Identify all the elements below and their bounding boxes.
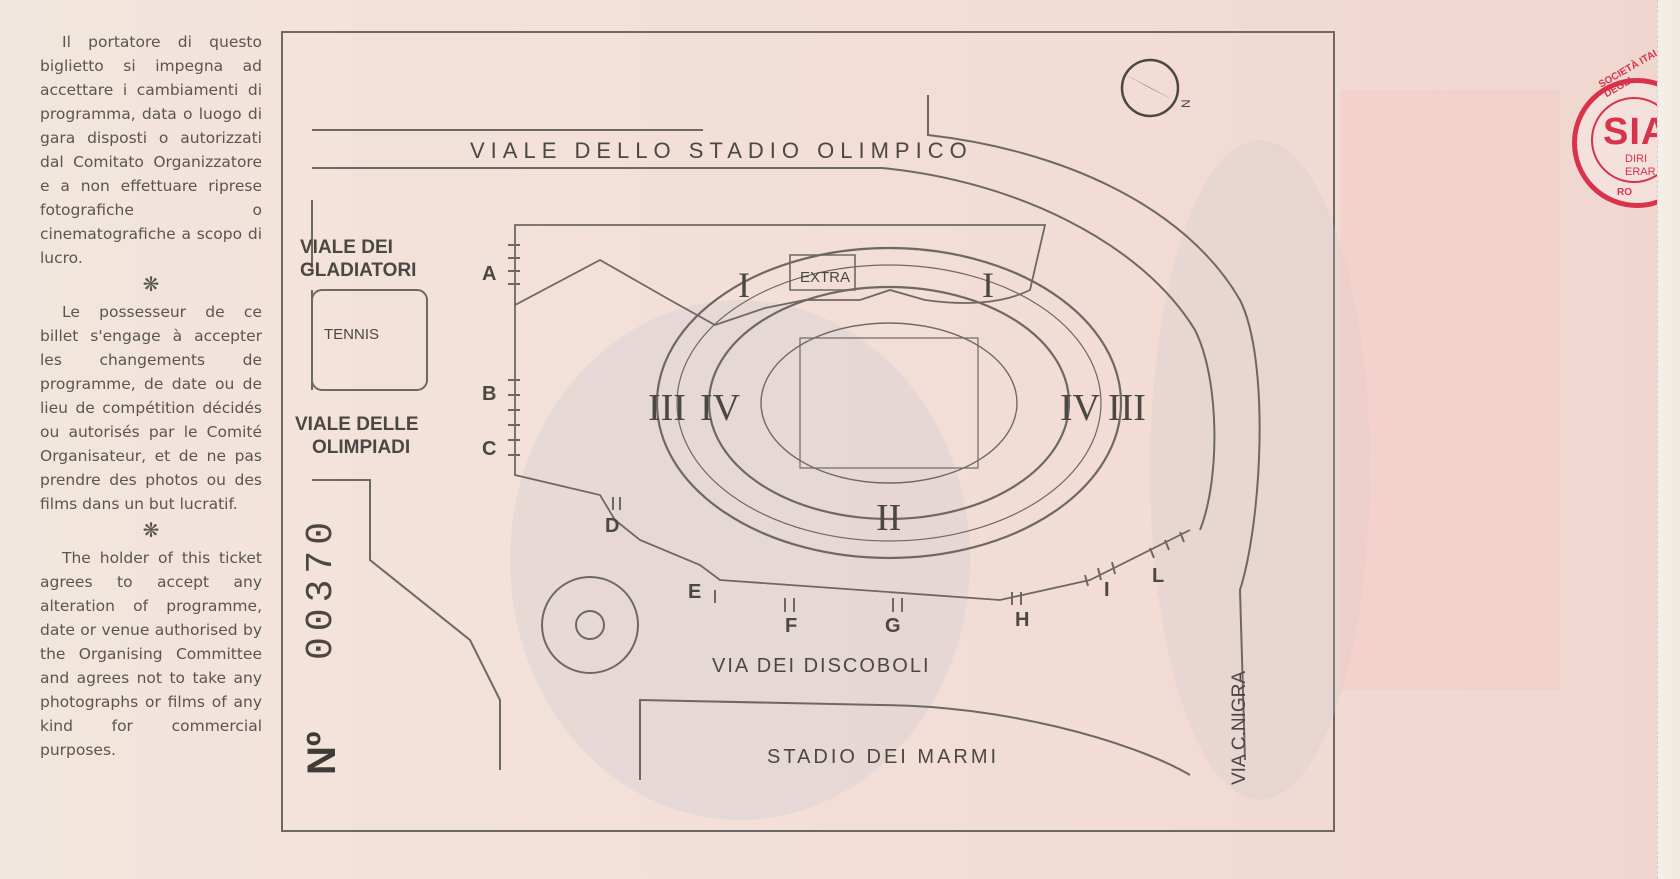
background-shape	[1340, 90, 1560, 690]
label-viale-olimpiadi: OLIMPIADI	[312, 437, 410, 458]
terms-english: The holder of this ticket agrees to acce…	[40, 549, 262, 759]
label-via-nigra: VIA C.NIGRA	[1229, 671, 1250, 785]
gate-labels: A B C D E F G H I L	[482, 263, 1164, 637]
tennis-court	[311, 289, 428, 391]
compass-needle-icon	[1124, 74, 1174, 100]
gate-marks	[508, 244, 1185, 612]
sector-iv-right: IV	[1060, 387, 1101, 429]
background-figure	[1150, 140, 1370, 800]
gate-h: H	[1015, 609, 1029, 631]
compass-icon	[1120, 58, 1180, 118]
terms-italian: Il portatore di questo biglietto si impe…	[40, 33, 262, 267]
label-viale-stadio: VIALE DELLO STADIO OLIMPICO	[470, 138, 973, 163]
sector-i-left: I	[738, 265, 750, 305]
background-figure	[510, 300, 970, 820]
label-via-discoboli: VIA DEI DISCOBOLI	[712, 655, 931, 677]
gate-f: F	[785, 615, 797, 637]
terms-french: Le possesseur de ce billet s'engage à ac…	[40, 303, 262, 513]
sector-iii-right: III	[1108, 387, 1146, 429]
ticket-serial-number: 00370	[300, 515, 343, 660]
label-stadio-marmi: STADIO DEI MARMI	[767, 746, 999, 768]
roundabout-center	[575, 610, 605, 640]
gate-a: A	[482, 263, 496, 285]
compass-letter: N	[1179, 99, 1193, 108]
ticket-number-label: Nº	[300, 731, 344, 776]
roundabout	[541, 576, 639, 674]
sector-extra: EXTRA	[800, 269, 850, 286]
sector-i-right: I	[982, 265, 994, 305]
sector-iii-left: III	[648, 387, 686, 429]
sector-iv-left: IV	[700, 387, 741, 429]
gate-e: E	[688, 581, 701, 603]
label-viale-olimpiadi: VIALE DELLE	[295, 414, 419, 435]
street-outlines	[311, 95, 1261, 780]
stamp-logo: SIA	[1603, 111, 1670, 153]
separator-star: ❋	[142, 272, 160, 296]
stadium-structure	[514, 224, 1191, 601]
stadium-map-frame	[281, 31, 1335, 832]
gate-b: B	[482, 383, 496, 405]
stamp-subtext-line: ERAR	[1625, 166, 1656, 178]
gate-g: G	[885, 615, 901, 637]
terms-text: Il portatore di questo biglietto si impe…	[40, 30, 262, 762]
stamp-subtext-line: DIRI	[1625, 153, 1647, 165]
gate-c: C	[482, 438, 496, 460]
label-tennis: TENNIS	[324, 326, 379, 343]
gate-l: L	[1152, 565, 1164, 587]
stamp-subtext: DIRI ERAR	[1625, 153, 1656, 179]
label-viale-gladiatori: GLADIATORI	[300, 260, 416, 281]
gate-i: I	[1104, 579, 1110, 601]
gate-d: D	[605, 515, 619, 537]
separator-star: ❋	[142, 518, 160, 542]
stamp-bottom-text: RO	[1617, 187, 1632, 198]
label-viale-gladiatori: VIALE DEI	[300, 237, 393, 258]
sector-ii: II	[876, 497, 901, 539]
